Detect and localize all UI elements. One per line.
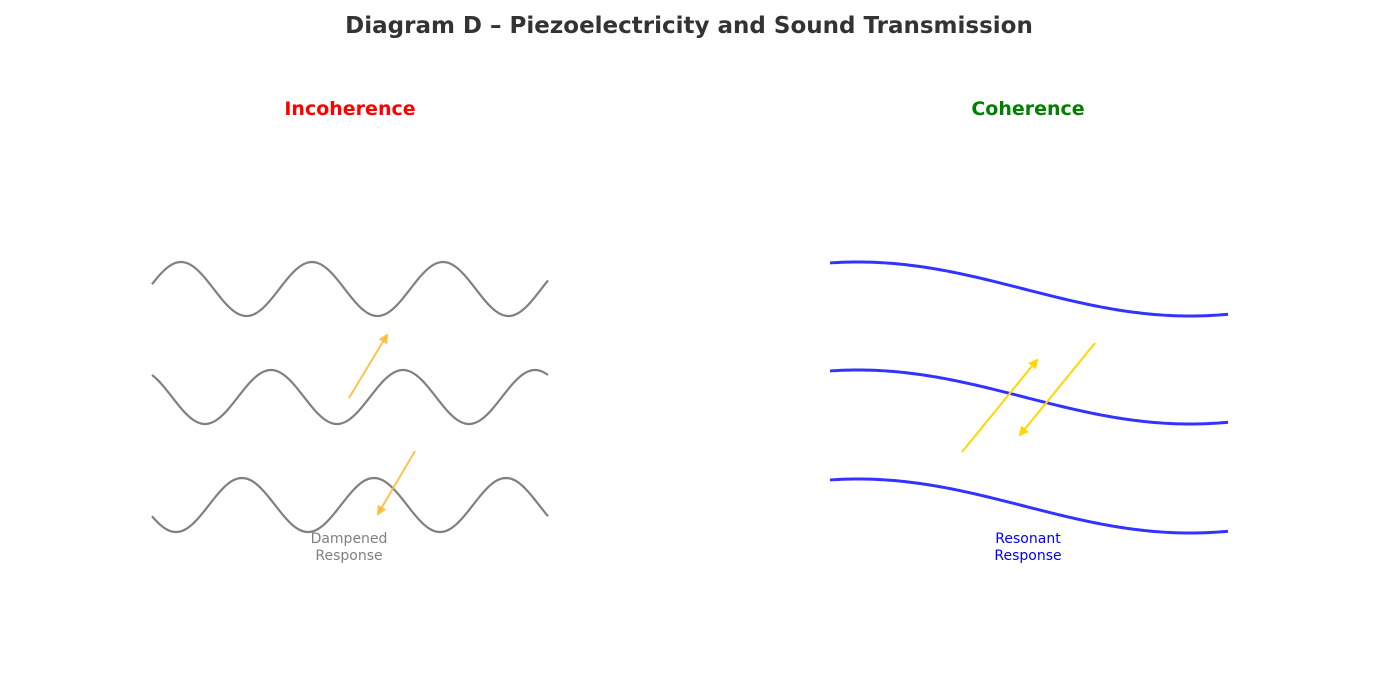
coherent-waves xyxy=(829,260,1229,535)
diagram-title: Diagram D – Piezoelectricity and Sound T… xyxy=(345,13,1033,39)
coherent-wave-1 xyxy=(829,260,1229,318)
dampened-label-line1: Dampened xyxy=(311,531,388,547)
dampened-label-line2: Response xyxy=(315,548,382,564)
incoherent-wave-2 xyxy=(151,368,549,426)
resonant-arrow-up xyxy=(961,358,1039,453)
incoherent-waves xyxy=(151,260,549,534)
coherence-heading: Coherence xyxy=(971,98,1084,120)
incoherence-heading: Incoherence xyxy=(284,98,415,120)
resonant-arrow-down xyxy=(1018,342,1096,437)
incoherent-wave-1 xyxy=(151,260,549,318)
dampened-arrow-up xyxy=(348,333,389,399)
resonant-label-line2: Response xyxy=(994,548,1061,564)
incoherent-wave-3 xyxy=(151,476,549,534)
coherent-wave-2 xyxy=(829,368,1229,426)
dampened-arrow-down xyxy=(376,450,416,516)
resonant-label-line1: Resonant xyxy=(995,531,1061,547)
coherent-wave-3 xyxy=(829,477,1229,535)
